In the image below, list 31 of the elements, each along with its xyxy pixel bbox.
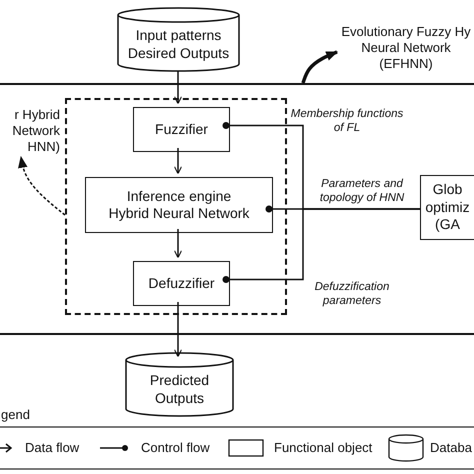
control-flow-line [222,208,420,283]
dashed-group-box [65,98,287,315]
node-label: Glob optimiz (GA [424,181,471,234]
arrow [174,229,182,258]
process-box [133,261,230,306]
legend-label: Databa [430,440,472,455]
node-label: Predicted Outputs [148,372,210,407]
process-box [85,177,273,233]
arrow [174,148,182,174]
legend-title: gend [1,407,30,422]
dashed-arrow [18,156,66,216]
arrow [174,71,182,104]
legend-label: Functional object [274,440,372,455]
legend-label: Control flow [141,440,210,455]
database-cylinder [125,353,234,416]
legend-label: Data flow [25,440,80,455]
node-label: Input patterns Desired Outputs [126,27,230,62]
node-label: Inference engine Hybrid Neural Network [108,188,250,222]
database-cylinder [117,8,240,71]
annotation-text: Evolutionary Fuzzy Hy Neural Network (EFHNN) [340,24,472,72]
arrow [301,50,338,84]
annotation-text: r Hybrid Network HNN) [11,106,60,156]
edge-label: Membership functions of FL [290,108,404,136]
arrow [174,302,182,358]
process-box [420,175,474,240]
edge-label: Defuzzification parameters [314,281,390,309]
node-label: Defuzzifier [148,274,215,292]
process-box [133,107,230,152]
node-label: Fuzzifier [155,120,208,138]
system-band [0,83,474,335]
edge-label: Parameters and topology of HNN [318,178,406,206]
